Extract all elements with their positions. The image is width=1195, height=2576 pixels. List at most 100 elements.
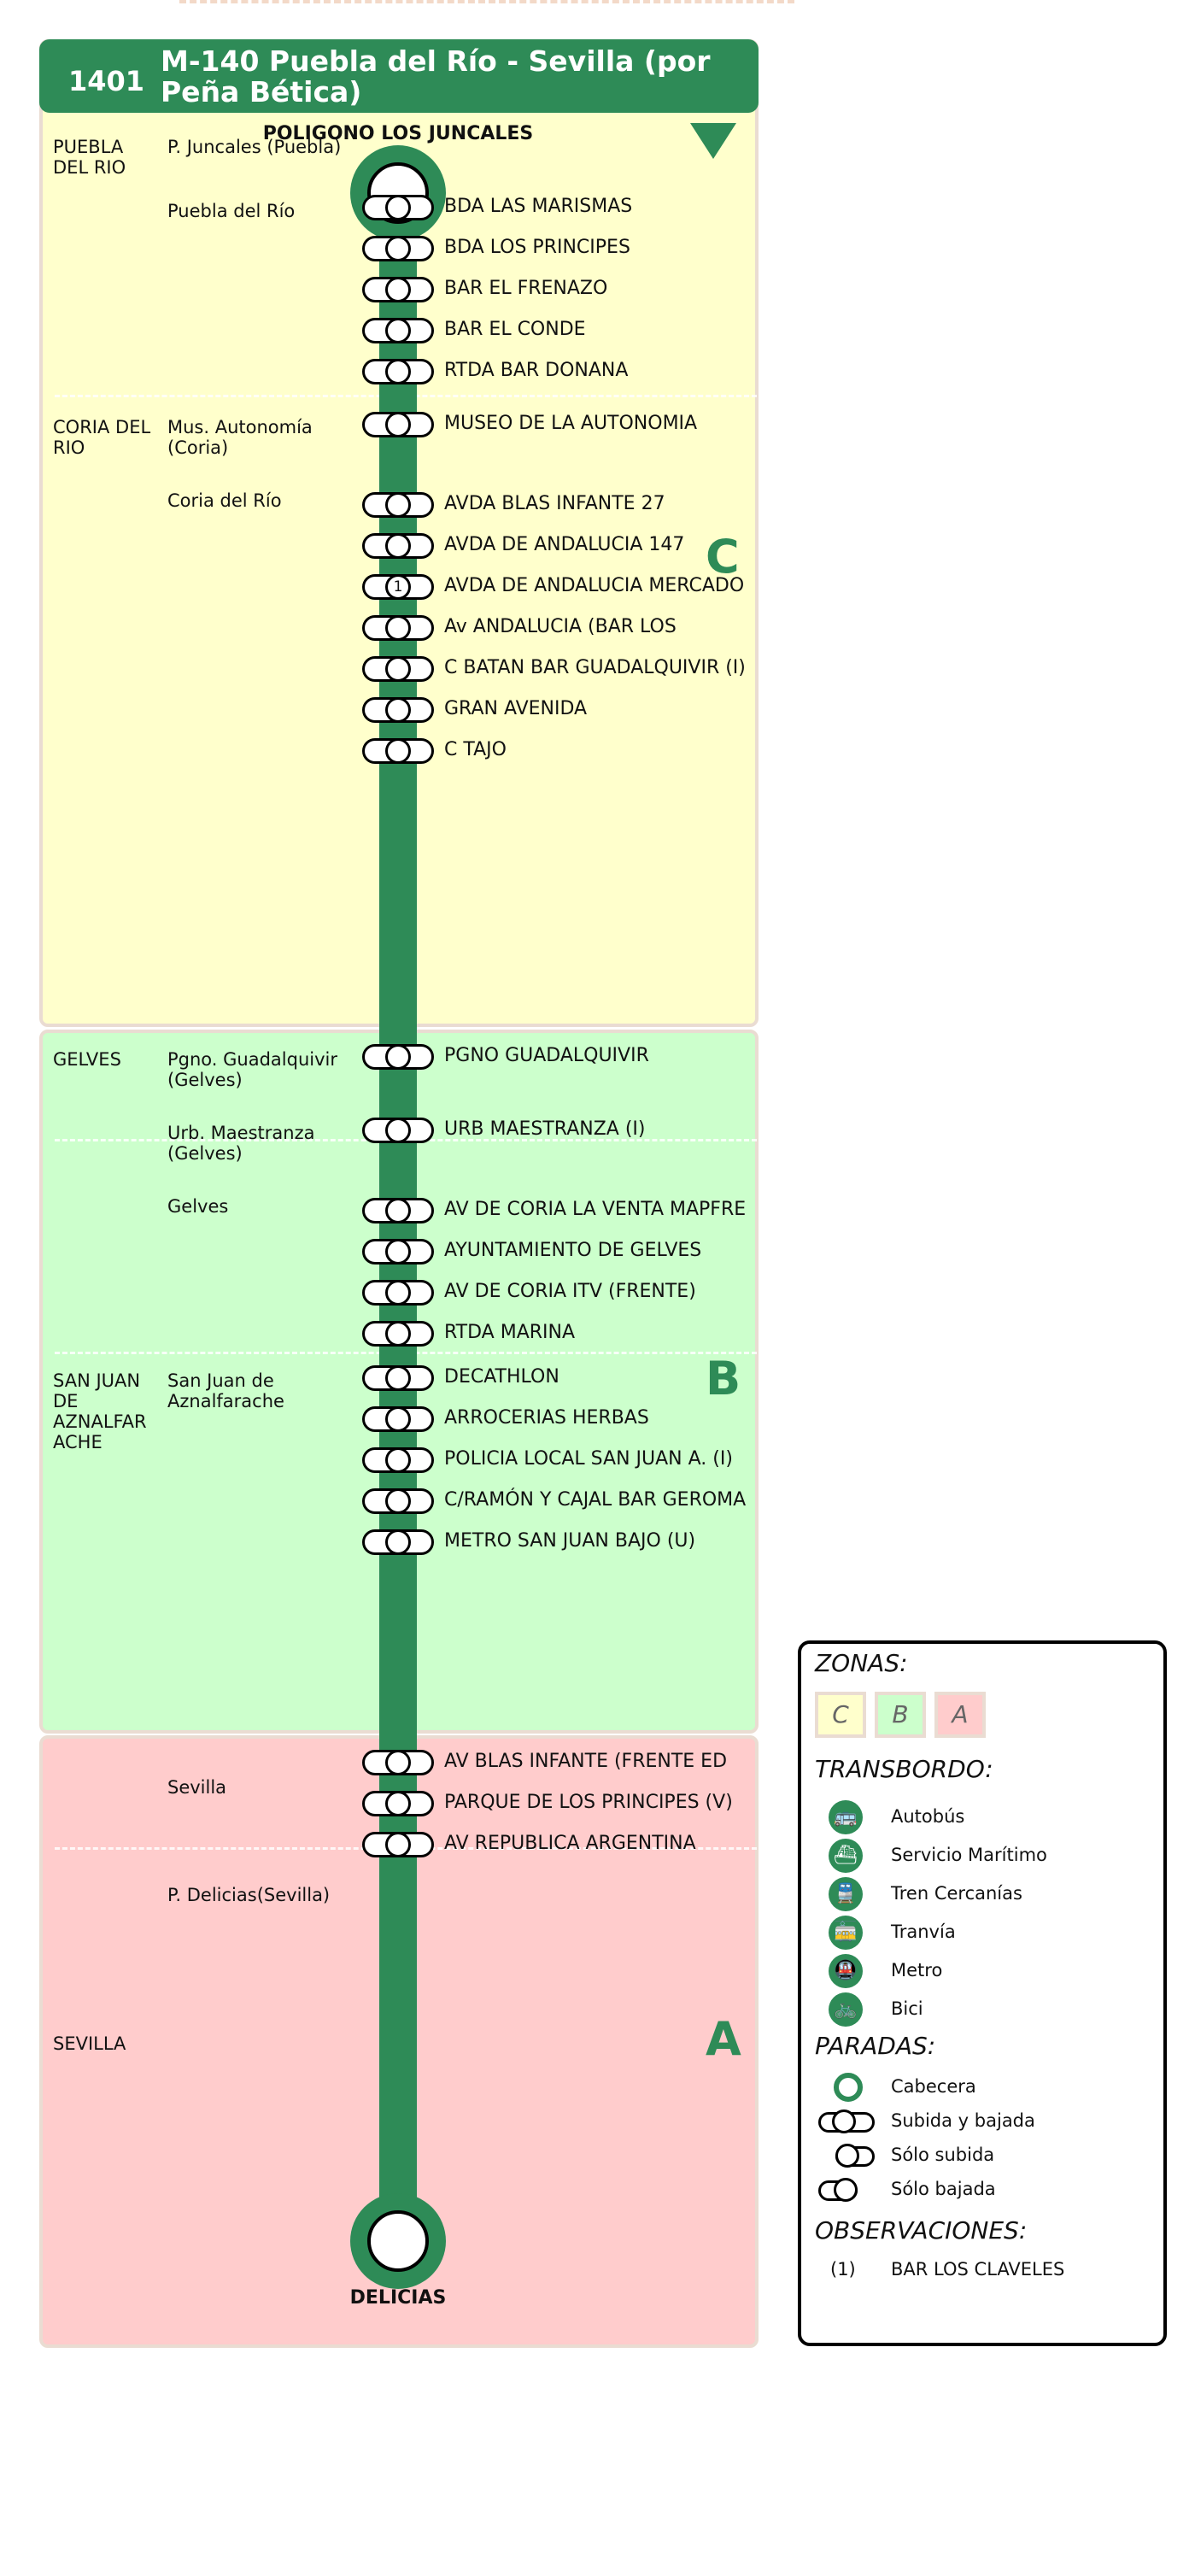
metro-icon: 🚇 — [829, 1954, 863, 1988]
stop-name: C/RAMÓN Y CAJAL BAR GEROMA — [444, 1489, 747, 1511]
legend-parada-label: Sólo bajada — [891, 2179, 996, 2199]
stop-marker[interactable] — [362, 318, 434, 343]
stop-ring-icon — [385, 1239, 411, 1265]
stop-marker[interactable] — [362, 1198, 434, 1223]
stop-name: AV REPUBLICA ARGENTINA — [444, 1833, 696, 1854]
stop-name: PARQUE DE LOS PRINCIPES (V) — [444, 1792, 733, 1813]
origin-terminal-label: POLIGONO LOS JUNCALES — [262, 123, 534, 144]
stop-ring-icon — [385, 1406, 411, 1432]
stop-marker[interactable] — [362, 1750, 434, 1775]
solo-bajada-ring-icon — [834, 2178, 858, 2202]
legend-observacion-ref: (1) — [830, 2259, 856, 2280]
zone-letter-a: A — [706, 2012, 741, 2066]
terminal-ring-icon — [367, 2210, 429, 2272]
stop-ring-icon — [385, 359, 411, 384]
legend-paradas-title: PARADAS: — [815, 2032, 936, 2060]
stop-ring-icon — [385, 1365, 411, 1391]
route-header: 1401 M-140 Puebla del Río - Sevilla (por… — [39, 39, 759, 113]
origin-terminal-stop[interactable] — [350, 145, 446, 241]
municipality-label: SEVILLA — [53, 2033, 126, 2054]
stop-marker[interactable] — [362, 1365, 434, 1391]
stop-name: C BATAN BAR GUADALQUIVIR (I) — [444, 657, 746, 678]
stop-marker[interactable] — [362, 1791, 434, 1816]
stop-marker[interactable] — [362, 738, 434, 764]
bus-icon: 🚌 — [829, 1800, 863, 1834]
stop-marker[interactable] — [362, 1280, 434, 1306]
stop-ring-icon — [385, 492, 411, 518]
nucleo-label: Pgno. Guadalquivir (Gelves) — [167, 1049, 337, 1090]
stop-name: MUSEO DE LA AUTONOMIA — [444, 413, 698, 434]
stop-ring-icon — [385, 656, 411, 682]
stop-marker[interactable] — [362, 533, 434, 559]
legend-panel: ZONAS: C B A TRANSBORDO: 🚌 Autobús ⛴ Ser… — [798, 1640, 1167, 2346]
train-icon: 🚆 — [829, 1877, 863, 1911]
stop-ring-icon — [385, 1529, 411, 1555]
stop-marker[interactable] — [362, 359, 434, 384]
stop-marker[interactable]: 1 — [362, 574, 434, 600]
nucleo-label: Sevilla — [167, 1777, 227, 1798]
stop-marker[interactable] — [362, 1488, 434, 1514]
stop-marker[interactable] — [362, 1529, 434, 1555]
legend-transbordo-label: Bici — [891, 1998, 923, 2019]
stop-name: AYUNTAMIENTO DE GELVES — [444, 1240, 702, 1261]
legend-transbordo-title: TRANSBORDO: — [815, 1755, 993, 1783]
nucleo-label: P. Juncales (Puebla) — [167, 137, 342, 157]
stop-name: RTDA MARINA — [444, 1322, 576, 1343]
stop-ring-icon — [385, 1044, 411, 1070]
stop-ring-icon — [385, 1198, 411, 1223]
stop-marker[interactable] — [362, 492, 434, 518]
stop-ring-icon — [385, 1321, 411, 1347]
stop-ring-icon — [385, 1488, 411, 1514]
stop-marker[interactable] — [362, 697, 434, 723]
stop-name: AVDA DE ANDALUCIA MERCADO — [444, 575, 745, 596]
stop-name: AV DE CORIA LA VENTA MAPFRE — [444, 1199, 747, 1220]
municipality-label: PUEBLA DEL RIO — [53, 137, 126, 178]
stop-name: AV BLAS INFANTE (FRENTE ED — [444, 1751, 728, 1772]
stop-name: Av ANDALUCIA (BAR LOS — [444, 616, 677, 637]
zone-letter-b: B — [706, 1352, 741, 1405]
legend-zone-a: A — [934, 1692, 986, 1738]
stop-marker[interactable] — [362, 277, 434, 302]
stop-ring-icon — [385, 277, 411, 302]
stop-ring-icon — [385, 1750, 411, 1775]
stop-ring-icon — [385, 318, 411, 343]
tram-icon: 🚋 — [829, 1916, 863, 1950]
stop-marker[interactable] — [362, 1044, 434, 1070]
legend-transbordo-label: Autobús — [891, 1806, 965, 1827]
stop-ring-icon — [385, 1791, 411, 1816]
stop-name: GRAN AVENIDA — [444, 698, 588, 719]
legend-zone-c: C — [815, 1692, 866, 1738]
stop-marker[interactable] — [362, 412, 434, 437]
municipality-label: SAN JUAN DE AZNALFAR ACHE — [53, 1370, 147, 1452]
stop-name: URB MAESTRANZA (I) — [444, 1118, 646, 1140]
stop-marker[interactable] — [362, 1321, 434, 1347]
stop-name: DECATHLON — [444, 1366, 559, 1388]
stop-marker[interactable] — [362, 1832, 434, 1857]
stop-name: PGNO GUADALQUIVIR — [444, 1045, 649, 1066]
stop-marker[interactable] — [362, 236, 434, 261]
nucleo-label: San Juan de Aznalfarache — [167, 1370, 284, 1411]
stop-ring-icon — [385, 738, 411, 764]
municipality-label: CORIA DEL RIO — [53, 417, 151, 458]
nucleo-label: Puebla del Río — [167, 201, 296, 221]
stop-name: AV DE CORIA ITV (FRENTE) — [444, 1281, 696, 1302]
stop-name: METRO SAN JUAN BAJO (U) — [444, 1530, 696, 1552]
municipality-label: GELVES — [53, 1049, 121, 1070]
stop-marker[interactable] — [362, 656, 434, 682]
stop-marker[interactable] — [362, 615, 434, 641]
stop-marker[interactable] — [362, 195, 434, 220]
ferry-icon: ⛴ — [829, 1839, 863, 1873]
stop-name: BDA LOS PRINCIPES — [444, 237, 630, 258]
solo-subida-ring-icon — [835, 2144, 859, 2168]
destination-terminal-stop[interactable] — [350, 2193, 446, 2289]
stop-ring-icon — [385, 412, 411, 437]
stop-marker[interactable] — [362, 1447, 434, 1473]
stop-marker[interactable] — [362, 1118, 434, 1143]
nucleo-label: Coria del Río — [167, 490, 282, 511]
stop-name: BDA LAS MARISMAS — [444, 196, 633, 217]
stop-marker[interactable] — [362, 1239, 434, 1265]
route-code: 1401 — [68, 65, 145, 97]
stop-marker[interactable] — [362, 1406, 434, 1432]
direction-arrow-icon — [690, 123, 736, 159]
stop-ring-icon — [385, 1118, 411, 1143]
